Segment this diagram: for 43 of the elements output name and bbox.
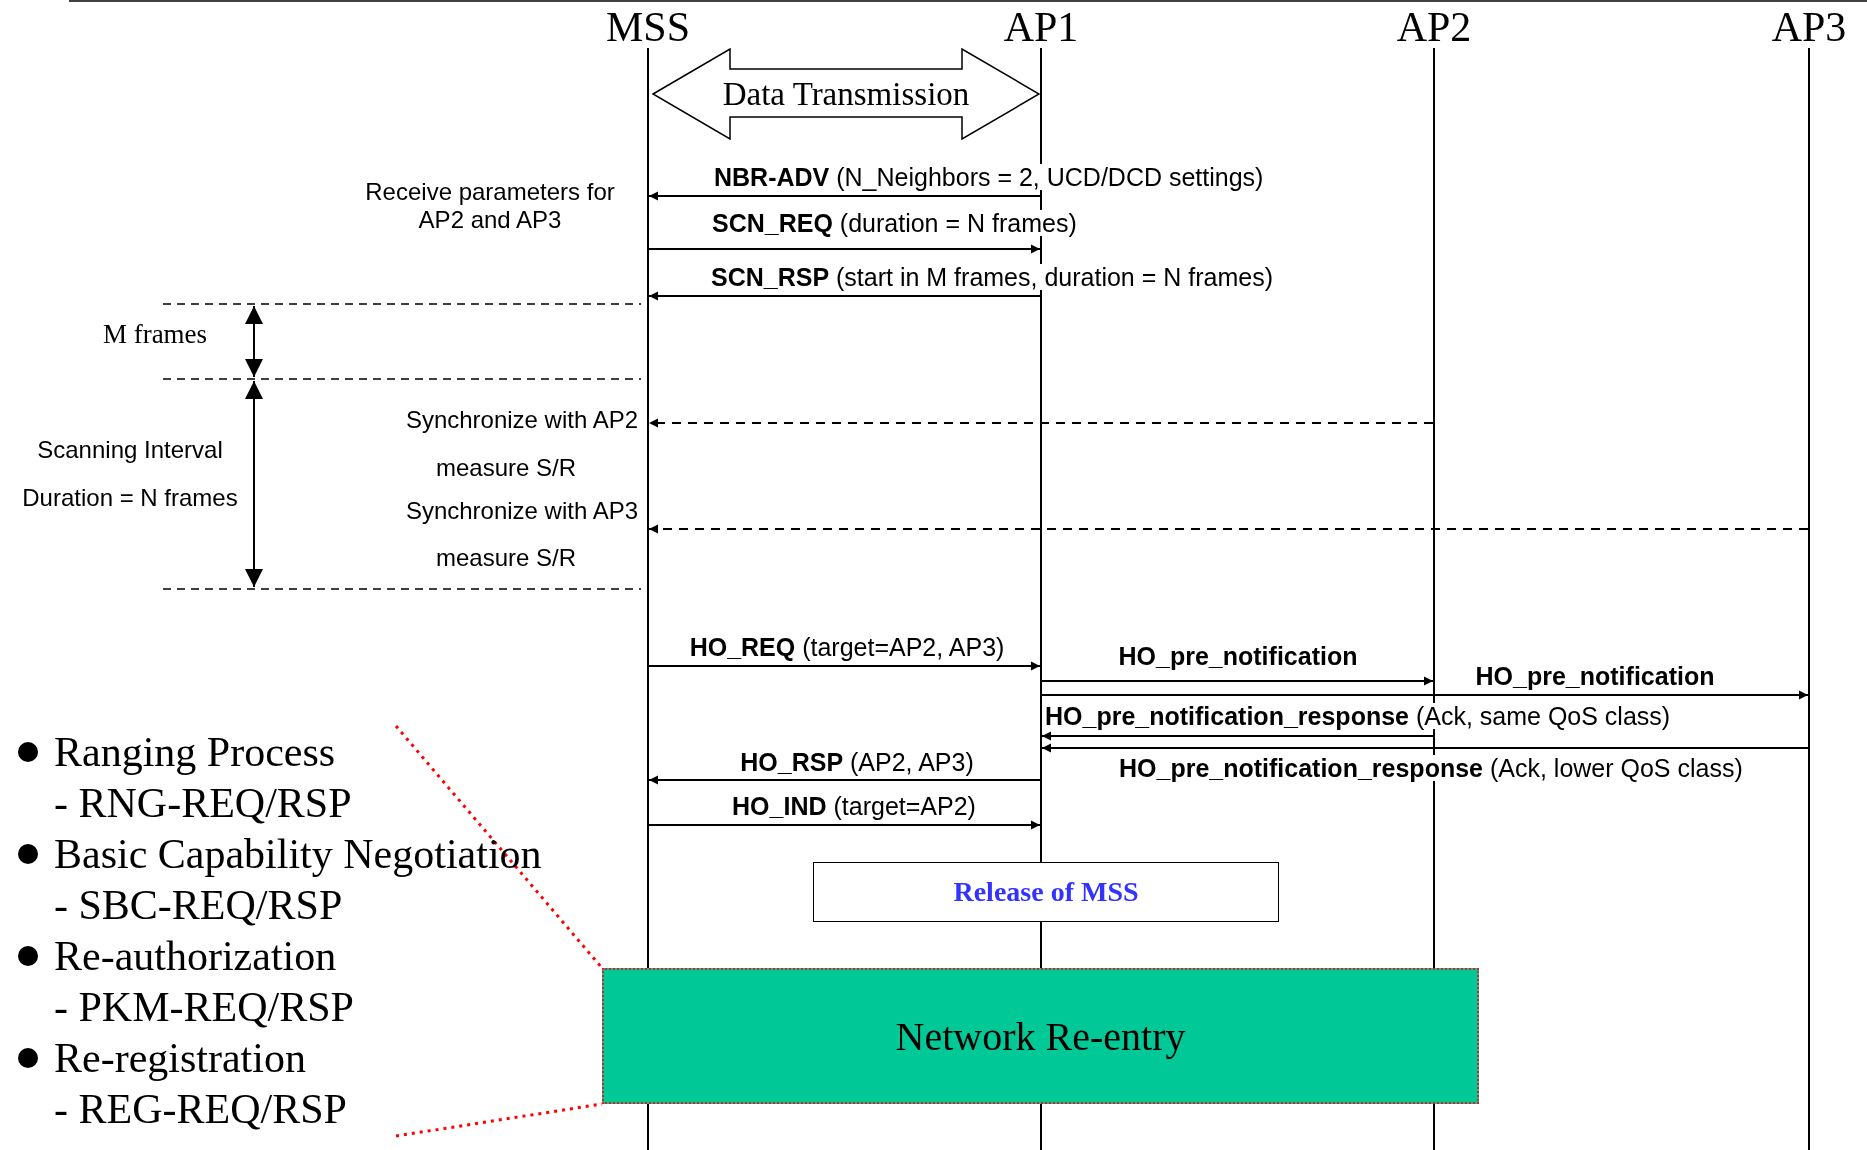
arrow — [648, 775, 1041, 785]
list-subitem: - REG-REQ/RSP — [54, 1085, 347, 1132]
list-item: Re-authorization — [54, 932, 337, 979]
box-title: Release of MSS — [953, 876, 1139, 908]
participant-label: AP1 — [1003, 6, 1079, 48]
note-text: Synchronize with AP2 — [404, 406, 638, 434]
arrow — [1041, 676, 1434, 686]
list-item: Ranging Process — [54, 728, 336, 775]
list-subitem: - RNG-REQ/RSP — [54, 779, 352, 826]
arrow — [648, 661, 1041, 671]
dashed-arrow — [648, 418, 1434, 428]
arrow — [1041, 690, 1809, 700]
arrow — [648, 820, 1041, 830]
participant-label: MSS — [605, 6, 691, 48]
arrow — [648, 244, 1041, 254]
dotted-connector — [395, 1102, 603, 1138]
box-title: Network Re-entry — [895, 1012, 1186, 1060]
note-text: M frames — [101, 320, 209, 348]
dashed-arrow — [648, 524, 1809, 534]
edge-label: HO_IND (target=AP2) — [730, 793, 978, 819]
note-box — [813, 862, 1279, 922]
note-text: Receive parameters for AP2 and AP3 — [364, 178, 616, 234]
arrow-label: Data Transmission — [722, 75, 970, 113]
edge-label: SCN_RSP (start in M frames, duration = N frames) — [709, 264, 1275, 290]
note-text: measure S/R — [434, 454, 578, 482]
participant-label: AP2 — [1396, 6, 1472, 48]
arrow — [648, 291, 1041, 301]
dotted-connector — [394, 725, 604, 969]
note-text: Scanning Interval Duration = N frames — [21, 435, 239, 513]
edge-label: HO_RSP (AP2, AP3) — [738, 749, 976, 775]
arrow — [1041, 731, 1434, 741]
list-item: Basic Capability Negotiation — [54, 830, 542, 877]
list-subitem: - SBC-REQ/RSP — [54, 881, 343, 928]
process-box — [602, 968, 1479, 1104]
note-text: Synchronize with AP3 — [404, 497, 638, 525]
arrow — [648, 191, 1041, 201]
arrow — [1041, 743, 1809, 753]
participant-label: AP3 — [1771, 6, 1847, 48]
note-text: measure S/R — [434, 544, 578, 572]
list-item: Re-registration — [54, 1034, 306, 1081]
edge-label: SCN_REQ (duration = N frames) — [710, 210, 1079, 236]
list-subitem: - PKM-REQ/RSP — [54, 983, 354, 1030]
edge-label: HO_pre_notification_response (Ack, lower QoS class) — [1117, 755, 1745, 781]
